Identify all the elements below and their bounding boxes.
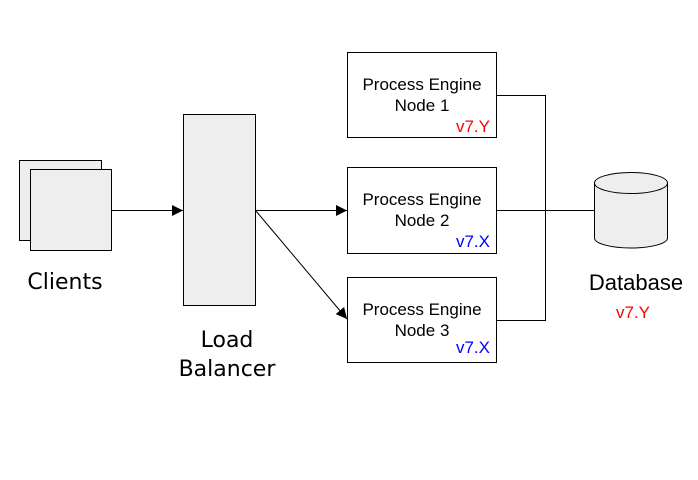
process-engine-node-2: Process Engine Node 2 v7.X — [347, 167, 497, 254]
load-balancer-box — [183, 114, 256, 306]
database-version: v7.Y — [616, 303, 650, 322]
process-engine-node-1: Process Engine Node 1 v7.Y — [347, 52, 497, 138]
load-balancer-label-line2: Balancer — [179, 357, 277, 382]
node-1-subtitle: Node 1 — [395, 96, 450, 115]
database-label: Database — [589, 270, 683, 295]
node-3-title: Process Engine — [362, 300, 481, 319]
connector-node1-to-bus — [497, 95, 546, 321]
database-cylinder-icon — [594, 172, 668, 249]
clients-label: Clients — [27, 270, 102, 295]
node-3-subtitle: Node 3 — [395, 321, 450, 340]
connector-lb-to-node3 — [255, 210, 348, 320]
node-2-subtitle: Node 2 — [395, 211, 450, 230]
database-group: Database v7.Y — [589, 172, 683, 322]
node-2-title: Process Engine — [362, 190, 481, 209]
node-2-version: v7.X — [456, 232, 490, 251]
clients-front-page-icon — [30, 169, 112, 251]
clients-group: Clients — [19, 160, 112, 295]
process-engine-node-3: Process Engine Node 3 v7.X — [347, 277, 497, 363]
node-1-box — [347, 52, 497, 138]
load-balancer-group: Load Balancer — [179, 114, 277, 382]
node-1-version: v7.Y — [456, 117, 490, 136]
node-2-box — [347, 167, 497, 254]
node-3-version: v7.X — [456, 338, 490, 357]
node-3-box — [347, 277, 497, 363]
load-balancer-label-line1: Load — [201, 328, 254, 353]
node-1-title: Process Engine — [362, 75, 481, 94]
